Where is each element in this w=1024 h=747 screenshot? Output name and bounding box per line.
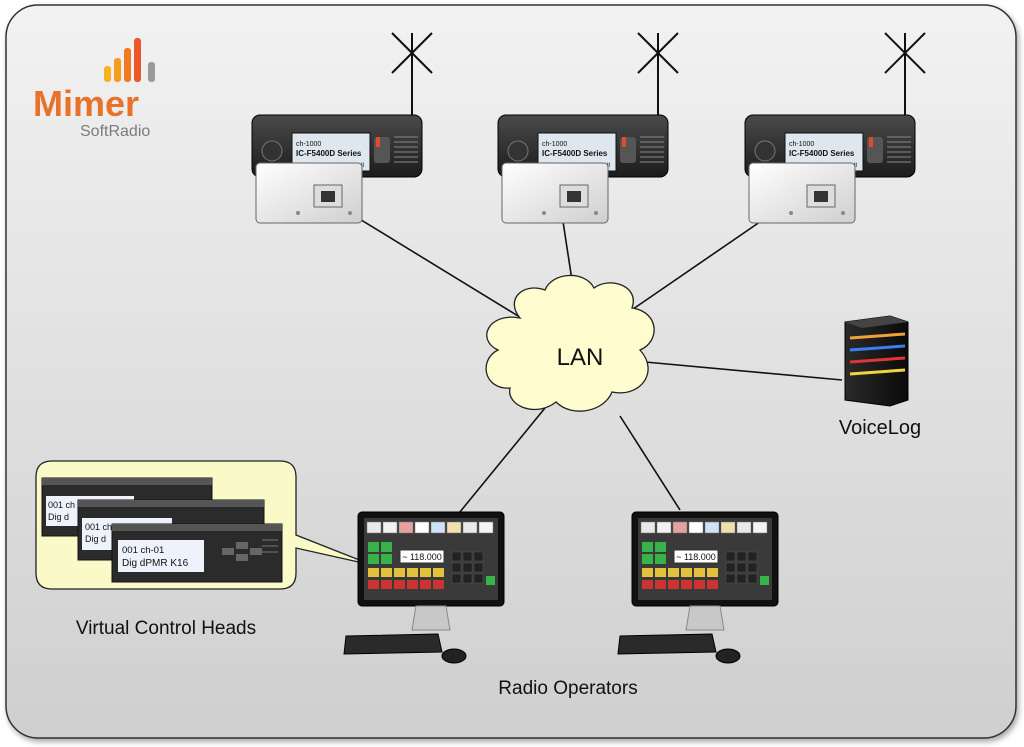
- head-line-2: Dig d: [48, 512, 69, 522]
- front-head-line-1: 001 ch-01: [122, 545, 164, 556]
- radio-model: IC-F5400D Series: [296, 149, 362, 158]
- keyboard: [343, 633, 443, 655]
- control-heads-label: Virtual Control Heads: [76, 618, 256, 639]
- frequency-display: [673, 549, 719, 564]
- interface-box: [255, 162, 363, 224]
- front-head-line-2: Dig dPMR K16: [122, 558, 189, 569]
- connection-lines: [352, 214, 843, 519]
- mouse: [441, 648, 467, 664]
- voicelog-label: VoiceLog: [839, 417, 921, 439]
- control-head-window-front: 001 ch-01 Dig dPMR K16: [111, 523, 283, 583]
- head-line-1: 001 ch: [48, 500, 75, 510]
- logo-bar: [124, 48, 131, 82]
- operator-stations: ~ 118.000 ~ 118.000: [343, 511, 779, 664]
- logo-bar: [148, 62, 155, 82]
- control-heads-callout: 001 ch Dig d 001 ch Dig d 001 ch-01 Dig …: [35, 460, 373, 639]
- radio-model: IC-F5400D Series: [789, 149, 855, 158]
- logo-bar: [104, 66, 111, 82]
- link-radio-1: [352, 214, 529, 323]
- frequency-readout: ~ 118.000: [676, 552, 716, 562]
- cloud-shape: [485, 274, 655, 412]
- logo-bar: [134, 38, 141, 82]
- link-voicelog: [644, 361, 843, 381]
- interface-box: [748, 162, 856, 224]
- server-lights: [849, 332, 906, 376]
- interface-box: [501, 162, 609, 224]
- link-operator-1: [454, 407, 546, 519]
- radio-model: IC-F5400D Series: [542, 149, 608, 158]
- radio-screen-line: ch-1000: [542, 141, 567, 148]
- logo-bar: [114, 58, 121, 82]
- volume-knob: [261, 140, 283, 162]
- operator-station: ~ 118.000: [617, 511, 779, 664]
- link-radio-3: [619, 214, 771, 319]
- volume-knob: [754, 140, 776, 162]
- frequency-display: [399, 549, 445, 564]
- mouse: [715, 648, 741, 664]
- voicelog-server: VoiceLog: [839, 315, 921, 439]
- lan-cloud: LAN: [485, 274, 655, 412]
- link-operator-2: [619, 415, 681, 511]
- logo-name: Mimer: [33, 83, 139, 124]
- mimer-logo: Mimer SoftRadio: [33, 38, 155, 140]
- head-line-2: Dig d: [85, 534, 106, 544]
- volume-knob: [507, 140, 529, 162]
- radio-screen-line: ch-1000: [789, 141, 814, 148]
- head-line-1: 001 ch: [85, 522, 112, 532]
- keyboard: [617, 633, 717, 655]
- monitor-stand: [685, 605, 725, 631]
- lan-label: LAN: [557, 344, 604, 371]
- radio-screen-line: ch-1000: [296, 141, 321, 148]
- frequency-readout: ~ 118.000: [402, 552, 442, 562]
- operators-label: Radio Operators: [498, 678, 637, 699]
- logo-subtitle: SoftRadio: [80, 123, 150, 140]
- operator-station: ~ 118.000: [343, 511, 505, 664]
- monitor-stand: [411, 605, 451, 631]
